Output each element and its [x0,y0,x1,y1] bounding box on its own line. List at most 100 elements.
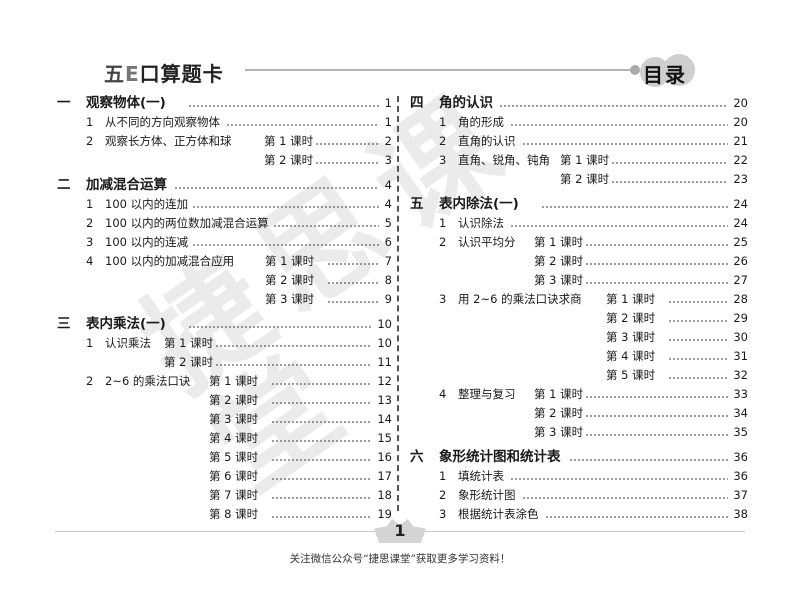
chapter-title: 观察物体(一) [86,95,166,111]
dot-leader [668,309,728,328]
entry-title: 认识平均分 [458,235,516,249]
page-number: 5 [384,216,392,230]
page-number: 10 [377,317,392,331]
entry-number: 2 [86,216,94,230]
dot-leader [585,233,728,252]
section-title: 目录 [643,63,687,87]
lesson-label: 第 2 课时 [560,172,610,186]
dot-leader [521,486,728,505]
page-number: 32 [733,368,748,382]
dot-leader [271,429,372,448]
page-number: 36 [733,450,748,464]
entry-number: 3 [439,507,447,521]
badge-circle-icon [663,54,695,86]
dot-leader [611,170,728,189]
toc-chapter-row[interactable]: 一观察物体(一)1 [57,93,392,113]
lesson-label: 第 2 课时 [265,273,315,287]
dot-leader [192,195,379,214]
entry-number: 2 [439,235,447,249]
page-number: 26 [733,254,748,268]
dot-leader [188,93,379,112]
toc-chapter-row[interactable]: 五表内除法(一)24 [410,194,748,214]
dot-leader [510,467,728,486]
page-number: 1 [384,96,392,110]
entry-number: 1 [439,216,447,230]
page-number: 22 [733,153,748,167]
entry-number: 4 [439,387,447,401]
entry-title: 用 2~6 的乘法口诀求商 [458,292,582,306]
entry-title: 从不同的方向观察物体 [105,115,220,129]
brand-part-2: E [125,62,140,86]
page-number: 4 [384,197,392,211]
dot-leader [668,290,728,309]
page-number: 12 [377,374,392,388]
dot-leader [174,175,379,194]
entry-title: 象形统计图 [458,488,516,502]
entry-number: 4 [86,254,94,268]
lesson-label: 第 1 课时 [606,292,656,306]
page-number: 37 [733,488,748,502]
page-number: 24 [733,216,748,230]
dot-leader [327,271,379,290]
page-number: 27 [733,273,748,287]
dot-leader [510,113,728,132]
page-number: 7 [384,254,392,268]
entry-title: 观察长方体、正方体和球 [105,134,232,148]
page-number: 25 [733,235,748,249]
page-number: 18 [377,488,392,502]
brand-part-1: 五 [104,62,125,86]
page-number: 8 [384,273,392,287]
page-number: 30 [733,330,748,344]
lesson-label: 第 1 课时 [265,254,315,268]
page-number: 6 [384,235,392,249]
dot-leader [271,372,372,391]
toc-chapter-row[interactable]: 三表内乘法(一)10 [57,314,392,334]
toc-entry-row[interactable]: 第 2 课时 8 [57,271,392,290]
lesson-label: 第 1 课时 [560,153,610,167]
dot-leader [271,486,372,505]
lesson-label: 第 1 课时 [164,336,214,350]
page-number: 2 [384,134,392,148]
